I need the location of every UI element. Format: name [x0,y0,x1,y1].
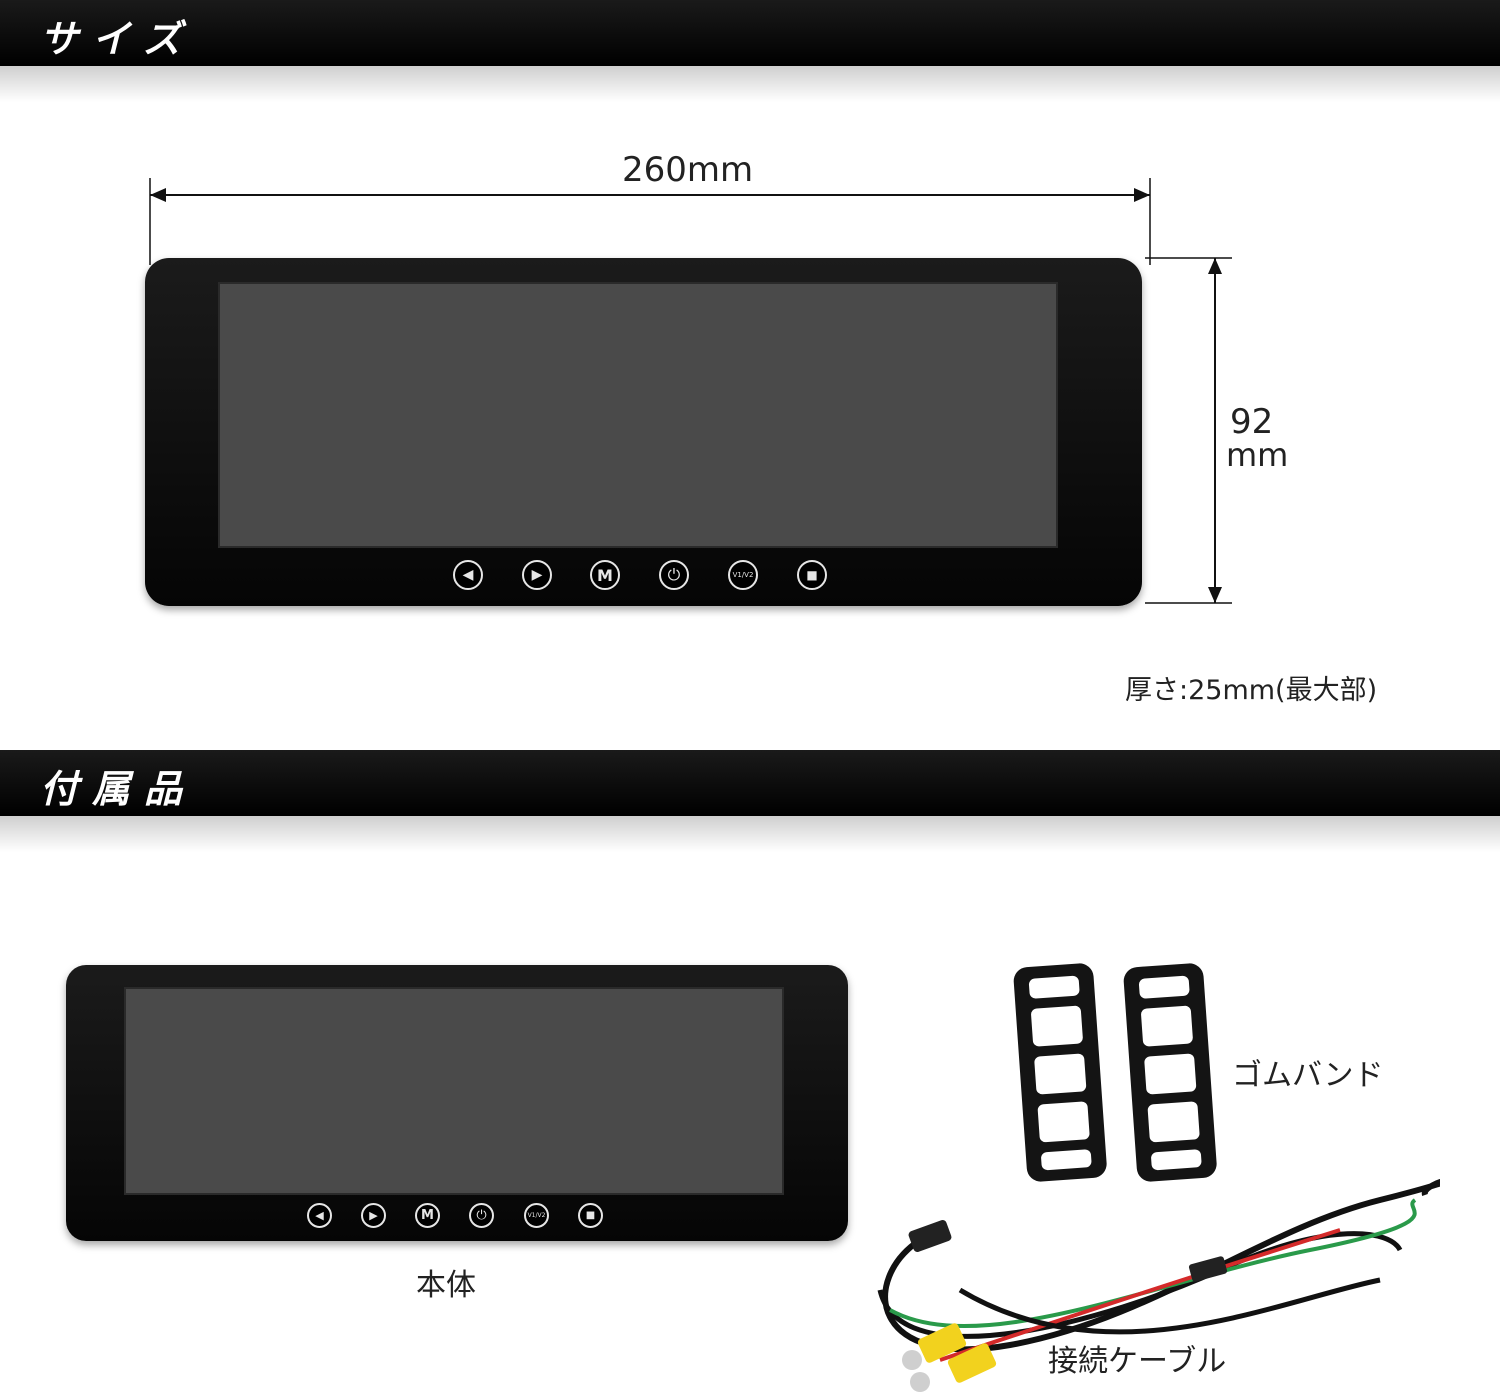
rca-plug-yellow-2 [910,1343,997,1392]
dimension-lines [149,178,1232,604]
connection-cable-image [877,1179,1440,1392]
rubber-band-left [1013,963,1107,1182]
body-label: 本体 [416,1268,476,1303]
size-section-header: サイズ [0,0,1500,102]
width-arrow-left [150,188,166,202]
width-arrow-right [1134,188,1150,202]
height-value-label: 92 [1230,402,1274,442]
monitor-screen [218,282,1058,548]
thickness-label: 厚さ:25mm(最大部) [1125,675,1378,706]
v1v2-icon: V1/V2 [728,560,758,590]
left-arrow-icon: ◀ [453,560,483,590]
height-arrow-top [1208,258,1222,274]
right-arrow-icon: ▶ [522,560,552,590]
power-icon: ⏻ [469,1203,494,1228]
cable-label: 接続ケーブル [1048,1344,1227,1379]
height-arrow-bottom [1208,587,1222,603]
right-arrow-icon: ▶ [361,1203,386,1228]
size-section-title: サイズ [40,17,195,61]
rubber-bands-image [1013,963,1217,1182]
rubber-band-label: ゴムバンド [1232,1058,1384,1093]
width-label: 260mm [622,150,754,190]
m-icon: M [415,1203,440,1228]
stop-icon: ■ [797,560,827,590]
accessories-section-title: 付属品 [40,767,197,811]
monitor-body-screen [124,987,784,1195]
rca-plug-yellow-1 [902,1323,967,1370]
monitor-body-item: ◀ ▶ M ⏻ V1/V2 ■ [66,965,848,1241]
power-icon: ⏻ [659,560,689,590]
left-arrow-icon: ◀ [307,1203,332,1228]
v1v2-icon: V1/V2 [524,1203,549,1228]
monitor-front-view: ◀ ▶ M ⏻ V1/V2 ■ [145,258,1142,606]
accessories-section-header: 付属品 [0,750,1500,852]
height-unit-label: mm [1226,436,1289,474]
rubber-band-right [1123,963,1217,1182]
m-icon: M [590,560,620,590]
stop-icon: ■ [578,1203,603,1228]
